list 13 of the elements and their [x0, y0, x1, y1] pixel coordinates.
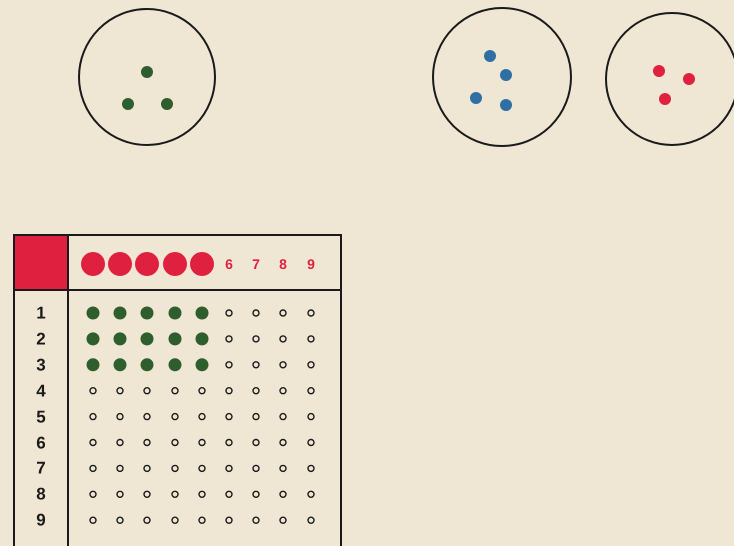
- row-number: 2: [36, 330, 46, 348]
- column-header: 9: [307, 257, 315, 271]
- column-header: 8: [279, 257, 287, 271]
- row-number: 6: [36, 434, 46, 451]
- row-number: 8: [36, 486, 46, 503]
- row-number: 4: [36, 382, 46, 400]
- row-number: 9: [36, 512, 46, 529]
- column-header: 7: [252, 257, 260, 271]
- row-number: 1: [36, 304, 46, 322]
- row-number: 3: [36, 356, 46, 374]
- row-number: 7: [36, 460, 46, 477]
- column-header: 6: [225, 257, 233, 271]
- row-number: 5: [36, 408, 46, 426]
